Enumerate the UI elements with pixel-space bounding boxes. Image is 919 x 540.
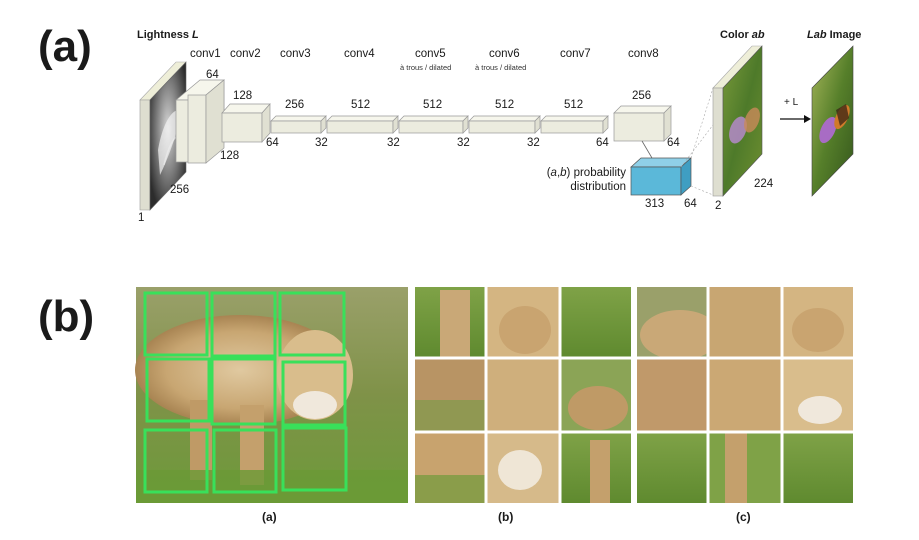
lightness-title-var: L: [192, 29, 199, 41]
conv1-block: [175, 79, 225, 164]
plus-l-label: + L: [784, 97, 799, 108]
conv4-spatial: 32: [387, 137, 400, 149]
conv6-dilated-note: à trous / dilated: [475, 63, 527, 72]
input-dim-1: 1: [138, 212, 145, 224]
conv4-channels: 512: [351, 99, 371, 111]
projection-lines: [680, 87, 714, 196]
lightness-title: Lightness L: [137, 29, 199, 41]
conv5-spatial: 32: [457, 137, 470, 149]
prob-dim-313: 313: [645, 198, 665, 210]
conv5-dilated-note: à trous / dilated: [400, 63, 452, 72]
conv7-channels: 512: [564, 99, 584, 111]
output-color-ab-image: [712, 45, 763, 197]
conv7-block: [540, 115, 609, 134]
prob-paren-close: ) probability: [566, 167, 626, 179]
conv8-block: [613, 105, 672, 142]
panel-a-label: (a): [38, 22, 92, 71]
conv4-label: conv4: [344, 48, 375, 60]
prob-comma: ,: [556, 167, 561, 179]
conv6-block: [468, 115, 541, 134]
conv8-spatial: 64: [667, 137, 680, 149]
conv8-channels: 256: [632, 90, 652, 102]
tile-gaps-c: [637, 287, 853, 503]
conv7-label: conv7: [560, 48, 591, 60]
output-lab-image: [811, 45, 854, 197]
input-dim-256: 256: [170, 184, 190, 196]
caption-c: (c): [736, 510, 751, 524]
conv2-spatial: 64: [266, 137, 279, 149]
conv5-channels: 512: [423, 99, 443, 111]
lab-title-rest: Image: [826, 29, 862, 41]
image-a-lioness-with-grid: [135, 287, 408, 503]
conv6-channels: 512: [495, 99, 515, 111]
connector-line: [641, 140, 653, 159]
plus-l-arrow: [780, 115, 811, 123]
conv8-label: conv8: [628, 48, 659, 60]
caption-b: (b): [498, 510, 514, 524]
probability-label: (a,b) probability distribution: [540, 166, 626, 194]
conv6-spatial: 32: [527, 137, 540, 149]
color-ab-title: Color ab: [720, 29, 765, 41]
prob-var-b: b: [560, 167, 567, 179]
output-dim-2: 2: [715, 200, 722, 212]
conv3-channels: 256: [285, 99, 305, 111]
lab-title-italic: Lab: [807, 29, 827, 41]
conv2-block: [221, 103, 271, 143]
prob-var-a: a: [550, 167, 557, 179]
lightness-title-text: Lightness: [137, 29, 189, 41]
output-dim-224: 224: [754, 178, 774, 190]
panel-b-label: (b): [38, 292, 95, 341]
conv6-label: conv6: [489, 48, 520, 60]
conv2-channels: 128: [233, 90, 253, 102]
prob-line2: distribution: [570, 181, 626, 193]
color-title-var: ab: [751, 29, 765, 41]
conv1-spatial: 128: [220, 150, 240, 162]
probability-distribution-block: [630, 157, 692, 196]
prob-paren-open: (: [546, 167, 551, 179]
image-b-shuffled-tiles: [415, 287, 631, 503]
conv2-label: conv2: [230, 48, 261, 60]
green-grid: [143, 291, 348, 494]
conv5-label: conv5: [415, 48, 446, 60]
caption-a: (a): [262, 510, 277, 524]
conv7-spatial: 64: [596, 137, 609, 149]
conv3-spatial: 32: [315, 137, 328, 149]
image-c-ordered-tiles: [637, 287, 853, 503]
lab-image-title: Lab Image: [807, 29, 861, 41]
color-title-text: Color: [720, 29, 749, 41]
conv1-label: conv1: [190, 48, 221, 60]
tile-gaps-b: [415, 287, 631, 503]
conv4-block: [326, 115, 399, 134]
conv3-label: conv3: [280, 48, 311, 60]
conv3-block: [270, 115, 327, 134]
prob-dim-64: 64: [684, 198, 697, 210]
conv1-channels: 64: [206, 69, 219, 81]
conv5-block: [398, 115, 469, 134]
